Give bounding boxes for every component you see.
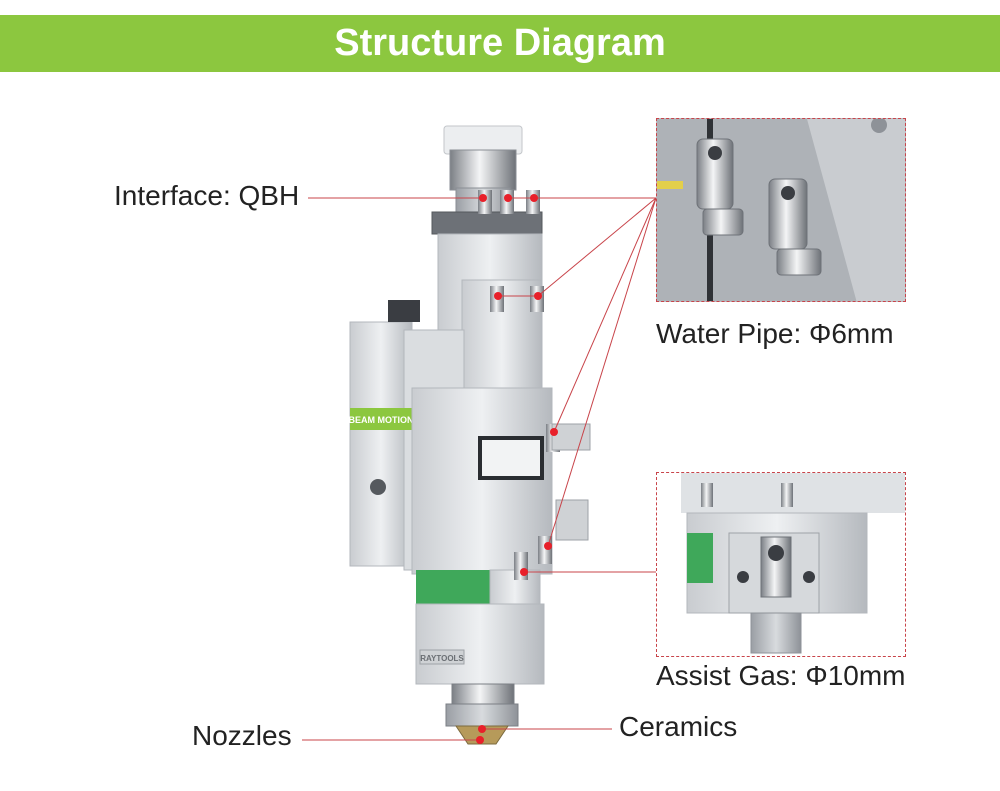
dot-ceramics <box>478 725 486 733</box>
dot-water-2 <box>530 194 538 202</box>
dot-interface <box>479 194 487 202</box>
dot-water-4 <box>534 292 542 300</box>
nozzle-assembly <box>445 683 519 745</box>
dot-nozzles <box>476 736 484 744</box>
dot-gas <box>520 568 528 576</box>
module-label: BEAM MOTION <box>349 415 414 425</box>
page-title: Structure Diagram <box>334 22 666 64</box>
module-label-plate <box>350 408 412 430</box>
leader-water-4 <box>547 197 657 547</box>
assist-gas-detail-inset <box>656 472 906 657</box>
water-pipe-detail-illustration <box>657 119 905 301</box>
dot-water-3 <box>494 292 502 300</box>
green-band <box>416 570 490 604</box>
leader-water-3 <box>553 197 657 433</box>
assist-gas-detail-illustration <box>657 473 905 656</box>
label-nozzles: Nozzles <box>192 720 292 751</box>
label-assist-gas: Assist Gas: Φ10mm <box>656 660 906 691</box>
title-banner: Structure Diagram <box>0 15 1000 72</box>
adjust-knob <box>370 479 386 495</box>
brand-plate <box>419 649 465 665</box>
label-interface-qbh: Interface: QBH <box>114 180 300 211</box>
leader-water-2 <box>537 197 657 297</box>
top-connector <box>388 300 420 322</box>
dot-water-1 <box>504 194 512 202</box>
focus-section <box>415 603 545 685</box>
brand-marking: RAYTOOLS <box>420 654 464 663</box>
dot-water-5 <box>550 428 558 436</box>
qbh-interface <box>431 125 543 235</box>
label-water-pipe: Water Pipe: Φ6mm <box>656 318 894 349</box>
dot-water-6 <box>544 542 552 550</box>
marker-dots <box>476 194 558 744</box>
nameplate-inner <box>482 440 540 476</box>
label-ceramics: Ceramics <box>619 711 738 742</box>
main-body <box>411 387 553 575</box>
water-pipe-detail-inset <box>656 118 906 302</box>
